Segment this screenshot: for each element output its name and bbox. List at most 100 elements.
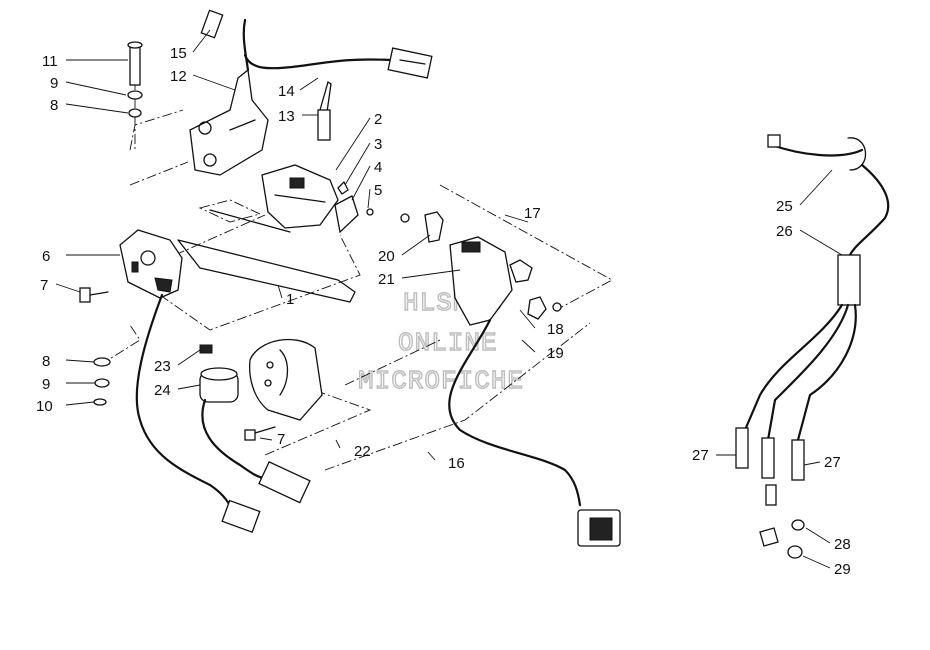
throttle-screw-20 [400,213,410,223]
plate [334,195,359,234]
long-bolt-head [127,41,143,49]
upper-harness-wire [242,18,392,72]
leader-21 [401,269,461,279]
leader-12 [192,74,236,91]
clamp-hole [140,250,156,266]
handlebar-edge [209,209,291,233]
leader-18 [519,309,536,329]
assembly-outlines [99,80,613,471]
callout-4: 4 [374,159,382,176]
callout-20: 20 [378,248,395,265]
spring [337,181,349,195]
switch-assembly [199,338,323,504]
top-fastener-stack [127,41,143,118]
leader-8b [65,359,95,363]
switch-rivet-1 [266,361,274,369]
leader-3 [344,142,371,186]
callout-7-left: 7 [40,277,48,294]
switch-harness-wire [201,398,267,480]
leader-10 [65,401,95,406]
switch-housing-upper [261,164,339,229]
leader-20 [401,234,431,256]
switch-housing-button [289,177,305,189]
throttle-housing-top [461,241,481,253]
plug-cap [759,527,779,547]
leader-25 [799,169,833,206]
leader-19 [521,339,536,353]
main-lead [848,163,890,257]
callout-1: 1 [286,291,294,308]
throttle-cable [448,318,621,547]
throttle-clip [424,211,444,243]
switch-rivet-2 [264,379,272,387]
callout-26: 26 [776,223,793,240]
handlebar-shadow [198,199,262,223]
screw-left [79,287,109,303]
end-cap [200,9,224,39]
screw-7-shank [254,426,276,434]
bracket-rib [229,119,256,131]
callout-16: 16 [448,455,465,472]
left-harness-wire [135,293,234,512]
callout-23: 23 [154,358,171,375]
switch-assembly-outline [264,384,372,456]
throttle-assembly-outline [324,322,591,471]
leader-lines [55,29,843,569]
callout-21: 21 [378,271,395,288]
end-cap-body [200,9,224,39]
callout-25: 25 [776,198,793,215]
callout-5: 5 [374,182,382,199]
leader-26 [799,229,843,256]
key-head [317,109,331,141]
small-parts-cluster [334,181,374,234]
upper-harness [242,18,433,79]
lower-nut [93,357,111,367]
o-ring [791,519,805,531]
leader-9a [65,81,127,96]
leader-29 [802,555,831,569]
leader-14 [299,77,319,91]
callout-29: 29 [834,561,851,578]
callout-19: 19 [547,345,564,362]
watermark-line-2: ONLINE [398,328,498,358]
upper-harness-connector [387,47,433,79]
callout-27-left: 27 [692,447,709,464]
callout-28: 28 [834,536,851,553]
flat-washer [127,90,143,100]
long-bolt [129,44,141,86]
throttle-housing-body [449,236,513,326]
callout-10: 10 [36,398,53,415]
bracket-hole-top [198,121,212,135]
watermark-line-3: MICROFICHE [358,366,524,396]
key [317,80,332,141]
callout-8-lower: 8 [42,353,50,370]
clamp-slot [131,261,139,273]
leader-4 [351,165,371,201]
throttle-screw-18 [552,302,562,312]
washer-stack-outline [99,324,141,366]
ground-strap [770,143,864,157]
bracket-assembly-outline-2 [129,161,189,186]
key-blade [319,80,332,113]
bracket-hole-bottom [203,153,217,167]
upper-connector-detail [399,59,426,65]
callout-numbers: 11 9 8 15 12 14 13 2 3 4 5 6 7 1 8 9 10 … [36,45,851,578]
leader-24 [177,384,201,390]
ground-eyelet [767,134,781,148]
callout-14: 14 [278,83,295,100]
leader-5 [367,188,371,209]
plug-lead-2 [766,303,850,442]
leader-1 [277,284,283,299]
leader-15 [192,29,211,53]
throttle-cable-wire [448,318,582,507]
throttle-housing [400,211,562,326]
lower-washer-stack [93,357,111,406]
handlebar-tube [177,239,356,303]
callout-3: 3 [374,136,382,153]
switch-housing-outline [439,184,613,309]
leader-23 [177,349,201,366]
callout-6: 6 [42,248,50,265]
lower-lock-washer [93,398,107,406]
